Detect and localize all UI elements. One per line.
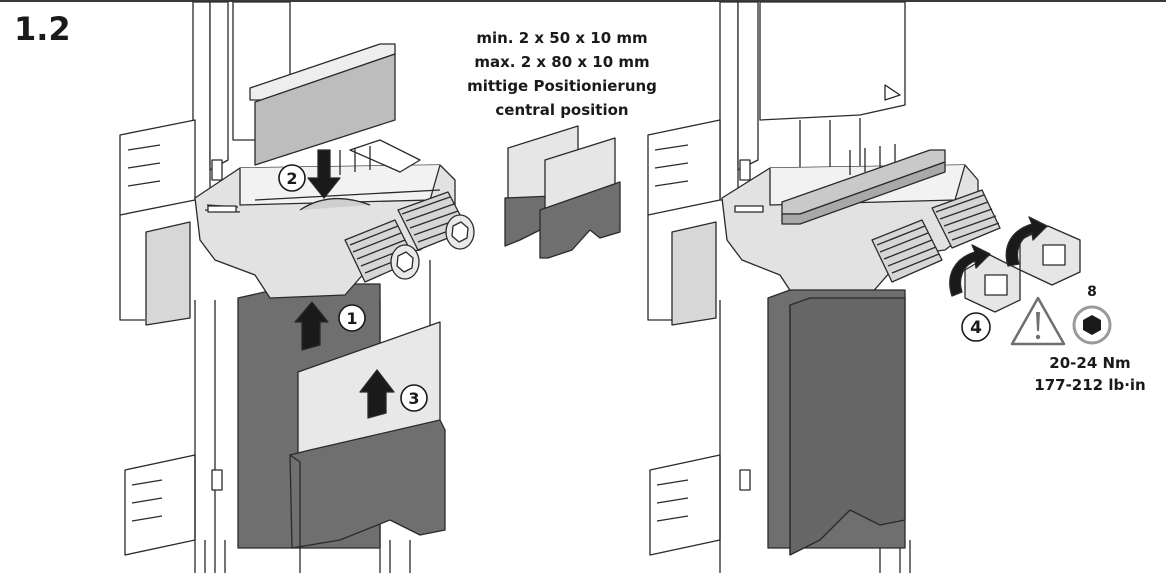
spec-position-de: mittige Positionierung [467,77,657,95]
torque-spec: 20-24 Nm 177-212 lb·in [1020,352,1160,396]
torque-imperial: 177-212 lb·in [1034,376,1146,394]
callout-1-label: 1 [346,309,357,328]
busbar-position-detail [504,125,621,259]
right-dark-busbar-front [789,297,906,556]
callout-3: 3 [400,384,428,412]
spec-max: max. 2 x 80 x 10 mm [474,53,650,71]
arrow-down-2 [307,149,341,199]
right-nut-lower [964,254,1021,313]
left-dark-busbar-edge [289,454,301,573]
spec-min: min. 2 x 50 x 10 mm [476,29,648,47]
right-side-block [671,221,717,326]
arrow-up-3 [359,369,395,419]
left-frame [119,1,431,573]
left-side-block [145,221,191,326]
callout-2: 2 [278,164,306,192]
hex-key-icon [1072,305,1112,345]
callout-2-label: 2 [286,169,297,188]
left-top-busbar [249,43,396,166]
busbar-spec: min. 2 x 50 x 10 mm max. 2 x 80 x 10 mm … [452,26,672,122]
top-rule [0,0,1166,2]
callout-4: 4 [961,312,991,342]
right-assembly: 4 [647,1,1112,573]
right-bolts [871,189,1001,283]
callout-3-label: 3 [408,389,419,408]
rotate-arrow-1 [949,244,991,297]
callout-1: 1 [338,304,366,332]
left-bolts [344,191,475,283]
hex-key-size: 8 [1087,284,1097,300]
right-frame [647,1,911,573]
arrow-up-1 [294,301,329,351]
torque-metric: 20-24 Nm [1049,354,1131,372]
rotate-arrow-2 [1005,216,1048,267]
right-nut-upper [1019,225,1081,286]
left-assembly: 1 2 3 [119,1,475,573]
right-top-busbar [781,149,946,225]
step-number: 1.2 [14,10,71,48]
spec-position-en: central position [495,101,629,119]
callout-4-label: 4 [970,318,982,338]
warning-triangle-icon [1010,296,1066,346]
left-dark-busbar-2 [289,419,446,549]
busbar-front-dark [539,181,621,259]
